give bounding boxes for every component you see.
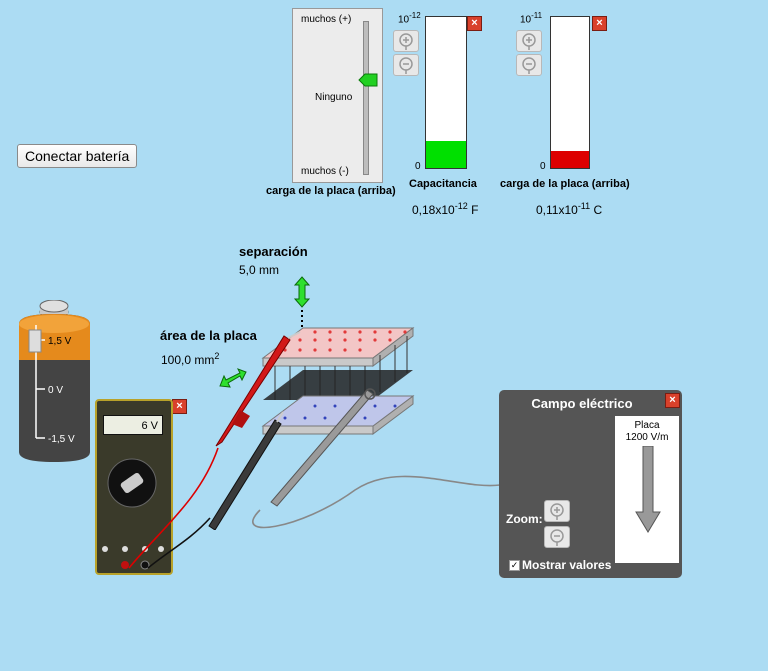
separation-value: 5,0 mm bbox=[239, 263, 280, 277]
capacitance-zoom-out-button[interactable] bbox=[393, 54, 419, 76]
voltmeter-display: 6 V bbox=[103, 415, 163, 435]
voltmeter-dial-icon[interactable] bbox=[99, 441, 169, 571]
slider-label-bottom: muchos (-) bbox=[301, 166, 349, 177]
red-probe-icon[interactable] bbox=[208, 330, 308, 450]
efield-display: Placa 1200 V/m bbox=[615, 416, 679, 563]
separation-label: separación bbox=[239, 244, 308, 259]
capacitor-illustration bbox=[261, 310, 415, 435]
slider-thumb-icon[interactable] bbox=[358, 73, 378, 87]
efield-arrow-icon bbox=[635, 446, 661, 533]
charge-value: 0,11x10-11 C bbox=[536, 201, 603, 217]
black-probe-icon[interactable] bbox=[205, 410, 285, 530]
plate-area-drag-arrow-icon[interactable] bbox=[218, 368, 248, 390]
capacitance-bar-fill bbox=[426, 140, 466, 168]
charge-bar bbox=[550, 16, 590, 169]
show-values-checkbox[interactable]: ✓ bbox=[509, 560, 520, 571]
connect-battery-button[interactable]: Conectar batería bbox=[17, 144, 138, 168]
charge-zoom-out-button[interactable] bbox=[516, 54, 542, 76]
capacitance-exponent: 10-12 bbox=[398, 11, 421, 26]
plate-area-label: área de la placa bbox=[160, 328, 257, 343]
capacitance-zero-label: 0 bbox=[415, 161, 421, 172]
separation-drag-arrow-icon[interactable] bbox=[293, 276, 311, 308]
charge-close-icon[interactable]: × bbox=[592, 16, 607, 31]
capacitance-value: 0,18x10-12 F bbox=[412, 201, 479, 217]
plate-area-value: 100,0 mm2 bbox=[161, 351, 220, 367]
battery-label-bottom: -1,5 V bbox=[48, 434, 75, 445]
charge-zero-label: 0 bbox=[540, 161, 546, 172]
efield-zoom-in-button[interactable] bbox=[544, 500, 570, 522]
charge-exponent: 10-11 bbox=[520, 11, 543, 26]
probe-wires bbox=[128, 447, 501, 569]
charge-title: carga de la placa (arriba) bbox=[500, 178, 630, 190]
efield-probe-label: Placa bbox=[634, 420, 660, 431]
slider-label-top: muchos (+) bbox=[301, 14, 352, 25]
efield-panel: Campo eléctrico × Placa 1200 V/m Zoom: ✓… bbox=[499, 390, 682, 578]
charge-bar-fill bbox=[551, 151, 589, 168]
battery-label-top: 1,5 V bbox=[48, 336, 72, 347]
plate-charge-slider-panel: muchos (+) Ninguno muchos (-) bbox=[292, 8, 383, 183]
slider-track[interactable] bbox=[363, 21, 369, 175]
voltmeter-body[interactable]: 6 V bbox=[95, 399, 173, 575]
efield-zoom-out-button[interactable] bbox=[544, 526, 570, 548]
battery-illustration bbox=[19, 300, 90, 462]
capacitance-title: Capacitancia bbox=[409, 178, 477, 190]
capacitance-zoom-in-button[interactable] bbox=[393, 30, 419, 52]
efield-probe-value: 1200 V/m bbox=[625, 432, 669, 443]
efield-panel-title: Campo eléctrico bbox=[531, 396, 633, 411]
charge-zoom-in-button[interactable] bbox=[516, 30, 542, 52]
capacitance-close-icon[interactable]: × bbox=[467, 16, 482, 31]
slider-label-mid: Ninguno bbox=[315, 92, 353, 103]
battery-label-mid: 0 V bbox=[48, 385, 64, 396]
efield-close-icon[interactable]: × bbox=[665, 393, 680, 408]
plate-charge-slider-caption: carga de la placa (arriba) bbox=[266, 185, 396, 197]
efield-zoom-label: Zoom: bbox=[506, 512, 543, 526]
show-values-label[interactable]: Mostrar valores bbox=[522, 558, 612, 572]
gray-probe-icon[interactable] bbox=[265, 380, 385, 510]
capacitance-bar bbox=[425, 16, 467, 169]
